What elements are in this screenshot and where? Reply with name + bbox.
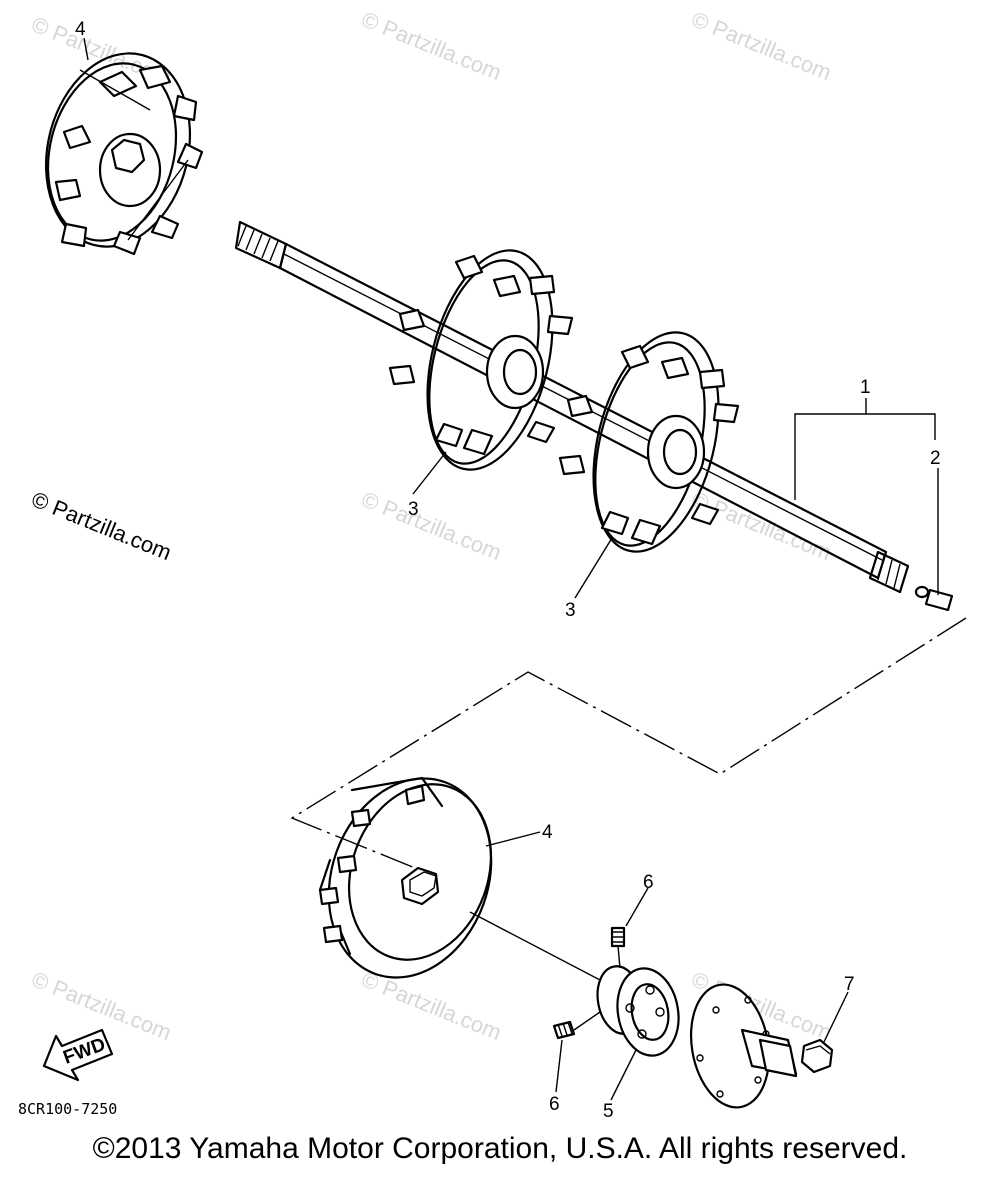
watermark: © Partzilla.com — [358, 486, 505, 565]
callout-part-6-upper: 6 — [643, 872, 654, 893]
callout-part-4-lower: 4 — [542, 822, 553, 843]
nut — [800, 1038, 834, 1074]
callout-part-3-right: 3 — [565, 600, 576, 621]
set-screw-upper — [610, 926, 626, 969]
watermark: © Partzilla.com — [358, 966, 505, 1045]
watermark: © Partzilla.com — [28, 486, 175, 565]
callout-part-2: 2 — [930, 448, 941, 469]
callout-part-6-lower: 6 — [549, 1094, 560, 1115]
fwd-arrow-icon: FWD — [42, 1028, 114, 1082]
assembly-line — [290, 617, 967, 871]
sprocket-wheel-upper — [44, 52, 204, 256]
sprocket-left — [388, 249, 574, 471]
callout-part-3-left: 3 — [408, 499, 419, 520]
set-screw-lower — [552, 1011, 601, 1040]
callout-part-5: 5 — [603, 1101, 614, 1122]
copyright-notice: ©2013 Yamaha Motor Corporation, U.S.A. A… — [92, 1132, 908, 1165]
callout-part-1: 1 — [860, 377, 871, 398]
callout-part-7: 7 — [844, 974, 855, 995]
sprocket-right — [558, 331, 740, 553]
idler-wheel-lower — [318, 776, 493, 979]
watermark: © Partzilla.com — [358, 6, 505, 85]
flange-hub — [689, 983, 798, 1109]
diagram-code: 8CR100-7250 — [18, 1100, 117, 1118]
callout-part-4-upper: 4 — [75, 19, 86, 40]
callout-bracket — [794, 413, 936, 500]
watermark: © Partzilla.com — [688, 6, 835, 85]
shaft-plug — [914, 585, 954, 612]
bearing — [596, 965, 680, 1057]
